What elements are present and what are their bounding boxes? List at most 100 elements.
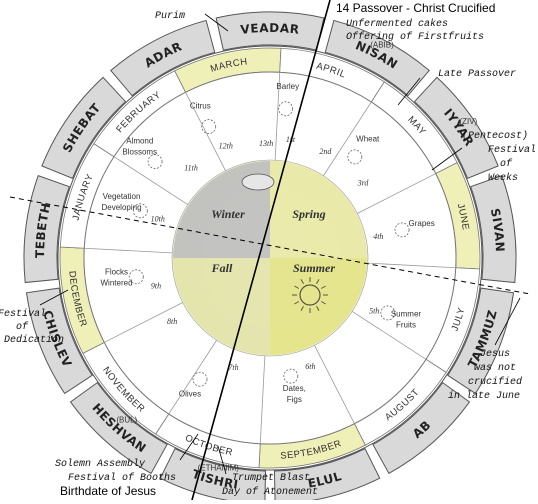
hebrew-month-tab: [25, 287, 93, 395]
crop-label: Almond: [126, 137, 153, 146]
annotation-weeks: Weeks: [488, 172, 518, 184]
hebrew-month-note: (ABIB): [370, 41, 394, 50]
crop-label: Figs: [287, 395, 302, 404]
month-divider: [350, 309, 427, 360]
hebrew-month-note: (BUL): [116, 416, 137, 425]
feast-day-number: 4th: [373, 232, 383, 241]
sun-ray: [294, 285, 299, 289]
annotation-late-june: in late June: [448, 390, 520, 402]
annotation-dedication-3: Dedication: [4, 334, 64, 346]
hebrew-month-tab: [413, 76, 499, 179]
sun-ray: [300, 279, 304, 284]
leader-late-passover: [397, 77, 421, 106]
hebrew-month-tab: [41, 76, 127, 179]
crop-sketch-icon: [201, 119, 217, 134]
crop-label: Vegetation: [103, 192, 141, 201]
crop-sketch-icon: [147, 154, 163, 169]
hebrew-month-label: SIVAN: [488, 207, 507, 252]
month-divider: [168, 338, 219, 415]
crop-label: Fruits: [396, 320, 416, 329]
annotation-firstfruits: Offering of Firstfruits: [346, 31, 484, 43]
crop-sketch-icon: [394, 222, 410, 238]
fall-quadrant: [173, 258, 270, 355]
crop-sketch-icon: [380, 305, 396, 321]
crop-sketch-icon: [132, 203, 148, 219]
annotation-booths: Festival of Booths: [68, 472, 176, 484]
hebrew-month-tab: [23, 174, 70, 284]
sun-ray: [321, 285, 326, 289]
feast-day-number: 9th: [151, 282, 161, 291]
leader-jesus: [494, 297, 521, 346]
summer-quadrant: [270, 258, 367, 355]
spring-season-label: Spring: [292, 207, 325, 221]
month-divider: [313, 343, 355, 424]
feast-day-number: 11th: [184, 163, 198, 172]
crop-label: Dates,: [283, 384, 306, 393]
hebrew-month-tab: [372, 381, 471, 475]
winter-season-label: Winter: [211, 207, 245, 221]
crop-sketch-icon: [283, 368, 299, 384]
annotation-purim: Purim: [155, 10, 185, 22]
sun-ray: [294, 301, 299, 305]
month-divider: [113, 156, 190, 207]
crop-label: Grapes: [408, 219, 434, 228]
hebrew-month-tab: [273, 447, 381, 504]
month-divider: [365, 262, 456, 269]
crop-label: Wheat: [356, 135, 380, 144]
crop-label: Wintered: [101, 279, 133, 288]
crop-sketch-icon: [128, 269, 144, 285]
annotation-solemn-assembly: Solemn Assembly: [55, 458, 146, 470]
hebrew-month-tab: [110, 19, 216, 97]
annotation-dedication-1: Festival: [0, 308, 46, 320]
crop-label: Olives: [179, 390, 201, 399]
month-divider: [185, 92, 227, 173]
hebrew-month-tab: [470, 174, 517, 284]
month-divider: [259, 353, 266, 444]
feast-day-number: 8th: [167, 317, 177, 326]
sun-icon: [299, 284, 321, 306]
spring-quadrant: [270, 161, 367, 258]
annotation-birthdate: Birthdate of Jesus: [60, 484, 156, 498]
crop-label: Flocks: [105, 268, 128, 277]
crop-label: Summer: [391, 309, 422, 318]
feast-day-number: 3rd: [357, 178, 370, 187]
feast-day-number: 6th: [305, 362, 315, 371]
crop-sketch-icon: [192, 371, 208, 387]
leader-trumpet: [217, 445, 227, 475]
annotation-unleavened: Unfermented cakes: [346, 18, 448, 30]
month-divider: [321, 101, 372, 178]
feast-day-number: 5th: [369, 306, 379, 315]
hebrew-month-note: (ETHANIM): [198, 464, 240, 473]
annotation-of: of: [500, 158, 513, 170]
crop-label: Citrus: [190, 101, 211, 110]
crop-sketch-icon: [278, 101, 294, 117]
annotation-crucified: crucified: [468, 376, 522, 388]
leader-pentecost: [431, 147, 463, 171]
leader-dedication: [39, 289, 69, 306]
crucifixion-line: [191, 0, 331, 501]
month-divider: [274, 72, 281, 163]
month-divider: [104, 301, 185, 343]
hebrew-month-tab: [447, 287, 515, 395]
annotation-festival: Festival: [488, 144, 536, 156]
sun-ray: [316, 279, 320, 284]
june-dashed-line: [9, 196, 531, 295]
feast-day-number: 7th: [228, 363, 238, 372]
annotation-trumpet: Trumpet Blast: [232, 472, 310, 484]
feast-day-number: 2nd: [319, 147, 332, 156]
month-divider: [355, 173, 436, 215]
sun-ray: [321, 301, 326, 305]
annotation-was-not: was not: [474, 363, 516, 374]
feast-day-number: 12th: [219, 142, 233, 151]
annotation-late-passover: Late Passover: [438, 69, 516, 80]
leader-purim: [204, 13, 229, 32]
annotation-dedication-2: of: [16, 321, 29, 333]
hebrew-month-note: (ZIV): [459, 117, 477, 126]
sun-ray: [316, 306, 320, 311]
fall-season-label: Fall: [211, 261, 233, 275]
cloud-icon: [241, 173, 275, 191]
header-annotation: 14 Passover - Christ Crucified: [336, 1, 495, 15]
hebrew-month-tab: [324, 19, 430, 97]
